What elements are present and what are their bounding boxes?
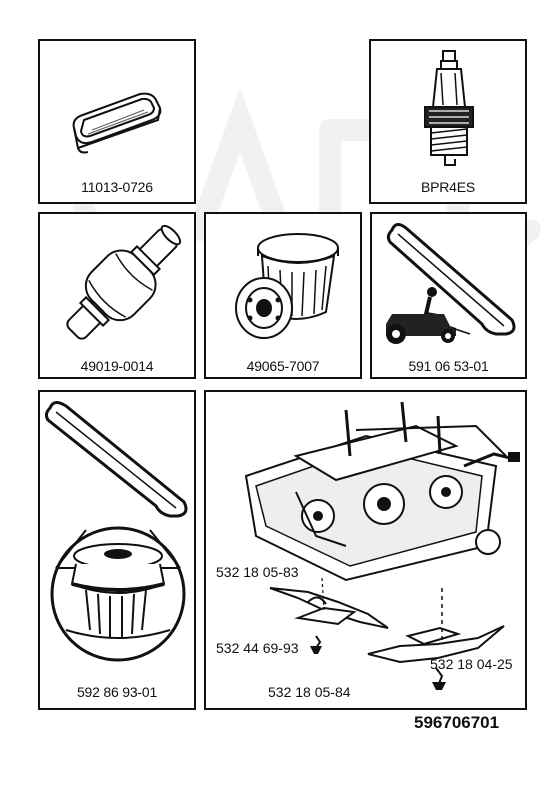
clutch-panel: 592 86 93-01 [38,390,196,710]
drive-belt-panel: 591 06 53-01 [370,212,527,379]
document-number: 596706701 [414,713,500,732]
air-filter-panel: 11013-0726 [38,39,196,204]
fuel-filter-panel: 49019-0014 [38,212,196,379]
drive-belt-icon [386,223,516,336]
fuel-filter-icon [66,224,182,340]
spark-plug-icon [424,50,474,166]
tractor-icon [386,287,471,344]
spark-plug-panel: BPR4ES [369,39,527,204]
blade-center-part-number: 532 18 05-84 [268,684,351,700]
mower-deck-panel: 532 18 05-83 532 44 69-93 532 18 04-25 5… [204,390,527,710]
blades-icon [269,578,505,690]
drive-belt-part-number: 591 06 53-01 [408,358,489,374]
oil-filter-part-number: 49065-7007 [246,358,320,374]
clutch-part-number: 592 86 93-01 [76,684,158,700]
blade-right-part-number: 532 18 04-25 [430,656,513,672]
blade-bolt-part-number: 532 44 69-93 [216,640,299,656]
clutch-pulley-icon [50,526,186,662]
spark-plug-part-number: BPR4ES [420,179,476,195]
oil-filter-icon [235,233,339,339]
air-filter-icon [72,92,162,154]
mower-deck-icon [244,401,520,582]
air-filter-part-number: 11013-0726 [81,179,153,195]
fuel-filter-part-number: 49019-0014 [80,358,154,374]
oil-filter-panel: 49065-7007 [204,212,362,379]
blade-left-part-number: 532 18 05-83 [216,564,299,580]
belt-icon [44,401,188,518]
